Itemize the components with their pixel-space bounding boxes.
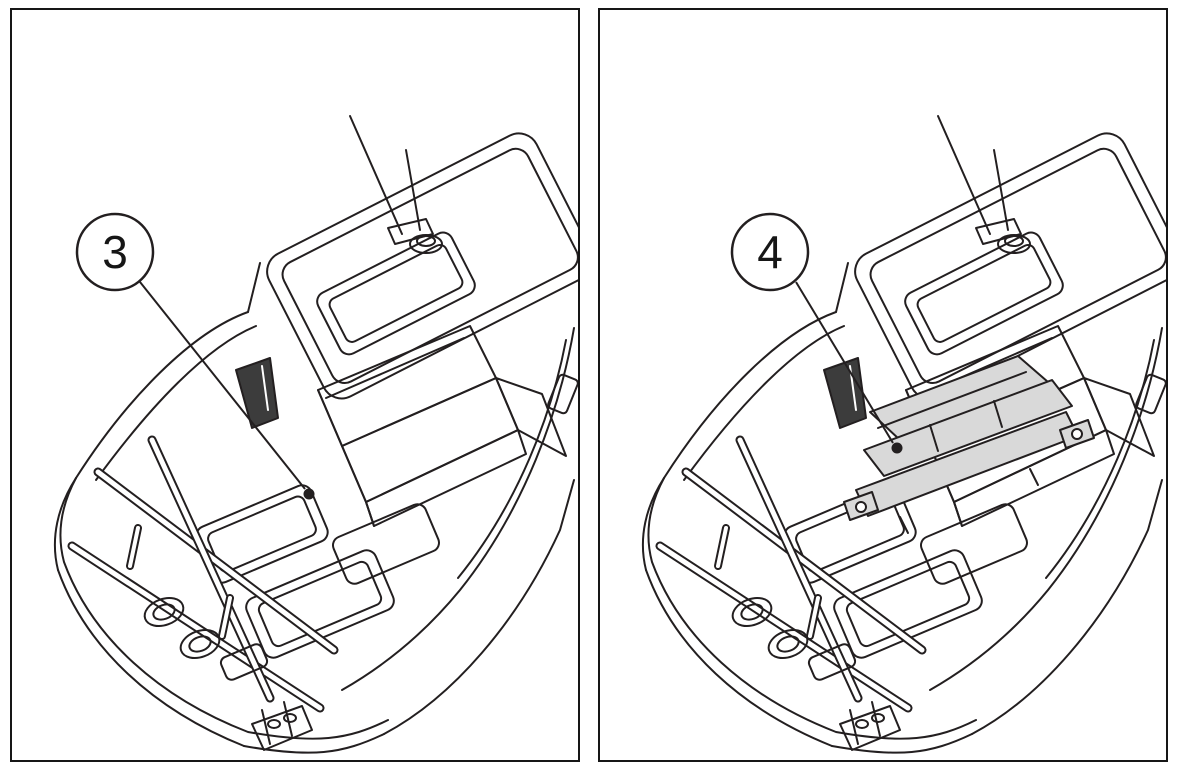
callout-3-group: 3 xyxy=(75,212,315,500)
highlighted-component xyxy=(843,355,1095,534)
component-seam xyxy=(993,400,1003,428)
callout-number: 3 xyxy=(102,226,128,278)
callout-number: 4 xyxy=(757,226,783,278)
callout-circle xyxy=(75,212,155,292)
leader-dot xyxy=(891,442,903,454)
boat-illustration-right: 4 xyxy=(600,10,1166,760)
callout-circle xyxy=(730,212,810,292)
component-foot xyxy=(899,516,909,534)
leader-dot xyxy=(303,488,315,500)
boat-illustration-left: 3 xyxy=(12,10,578,760)
component-mid-panel xyxy=(863,379,1073,477)
component-seam xyxy=(929,424,939,452)
callout-4-group: 4 xyxy=(730,212,903,454)
panel-step-4: 4 xyxy=(598,8,1168,762)
component-seam xyxy=(877,371,1027,429)
panel-step-3: 3 xyxy=(10,8,580,762)
screw-right xyxy=(1071,428,1083,440)
component-foot xyxy=(1029,468,1039,486)
screw-left xyxy=(855,501,867,513)
leader-line xyxy=(795,281,894,444)
leader-line xyxy=(139,281,306,490)
boat-line-art xyxy=(55,116,578,753)
